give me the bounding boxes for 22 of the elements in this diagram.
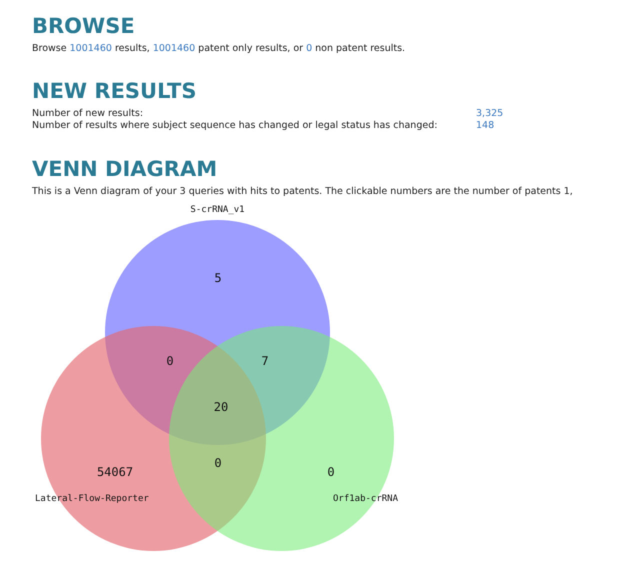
section-heading: BROWSE	[32, 14, 135, 38]
section-heading: VENN DIAGRAM	[32, 157, 218, 181]
region-count: 0	[327, 465, 335, 479]
count-link: 0	[306, 43, 312, 54]
count-link: 3,325	[476, 108, 504, 119]
region-count: 54067	[96, 465, 134, 479]
section-heading: NEW RESULTS	[32, 79, 196, 103]
region-count: 0	[166, 354, 174, 368]
region-count: 20	[214, 400, 228, 414]
region-count: 5	[214, 271, 222, 285]
set-name: Orf1ab-crRNA	[333, 494, 398, 504]
body-text: Number of results where subject sequence has changed or legal status has changed:	[32, 120, 438, 131]
count-link: 1001460	[152, 43, 196, 54]
set-name: S-crRNA_v1	[190, 205, 245, 215]
body-text: This is a Venn diagram of your 3 queries with hits to patents. The clickable numbers are the number of patents 1,	[32, 186, 573, 197]
body-text: Number of new results:	[32, 108, 144, 119]
region-count: 7	[261, 354, 269, 368]
count-link: 148	[476, 120, 494, 131]
count-link: 1001460	[70, 43, 112, 54]
region-count: 0	[214, 456, 222, 470]
set-name: Lateral-Flow-Reporter	[35, 494, 149, 504]
body-text: Browse 1001460 results, 1001460 patent only results, or 0 non patent results.	[32, 43, 406, 54]
